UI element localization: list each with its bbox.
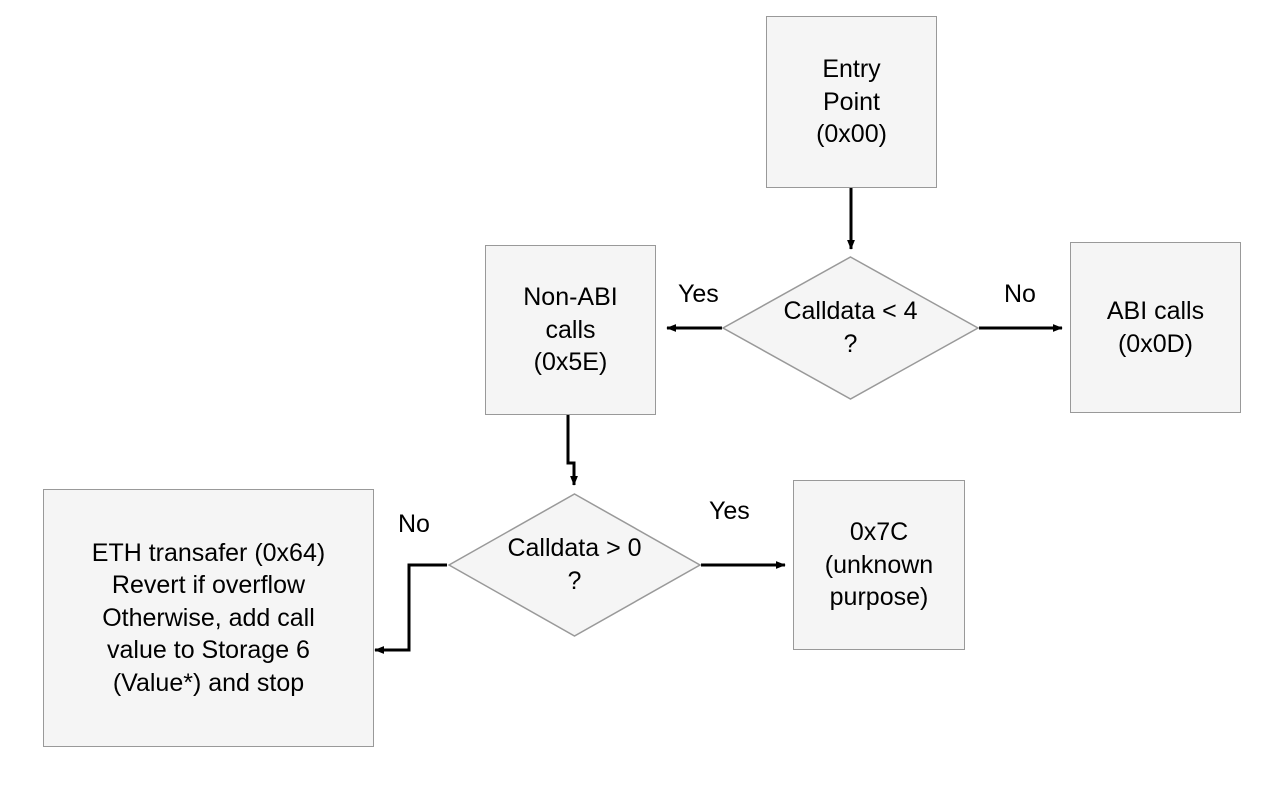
diamond-shape — [721, 256, 980, 400]
node-entry-point-label: Entry Point (0x00) — [816, 55, 887, 149]
node-eth-transfer-label: ETH transafer (0x64) Revert if overflow … — [91, 538, 326, 697]
node-calldata-gt-0[interactable]: Calldata > 0 ? — [447, 493, 702, 637]
edge-non-abi-to-calldata-gt-0 — [566, 415, 578, 486]
edge-calldata-gt-0-no — [374, 563, 447, 654]
node-entry-point[interactable]: Entry Point (0x00) — [766, 16, 937, 188]
edge-label-calldata-gt-0-no: No — [398, 510, 430, 538]
node-calldata-gt-0-label: Calldata > 0 ? — [507, 534, 642, 595]
node-eth-transfer[interactable]: ETH transafer (0x64) Revert if overflow … — [43, 489, 374, 747]
node-unknown-purpose[interactable]: 0x7C (unknown purpose) — [793, 480, 965, 650]
node-unknown-purpose-label: 0x7C (unknown purpose) — [824, 518, 934, 612]
node-non-abi-calls[interactable]: Non-ABI calls (0x5E) — [485, 245, 656, 415]
edge-label-calldata-lt-4-no: No — [1004, 280, 1036, 308]
edge-label-calldata-lt-4-yes: Yes — [678, 280, 719, 308]
node-abi-calls[interactable]: ABI calls (0x0D) — [1070, 242, 1241, 413]
edge-label-calldata-gt-0-yes: Yes — [709, 497, 750, 525]
node-abi-calls-label: ABI calls (0x0D) — [1106, 297, 1205, 358]
node-calldata-lt-4[interactable]: Calldata < 4 ? — [721, 256, 980, 400]
node-calldata-lt-4-label: Calldata < 4 ? — [783, 297, 918, 358]
node-non-abi-calls-label: Non-ABI calls (0x5E) — [523, 283, 618, 377]
diamond-shape — [447, 493, 702, 637]
